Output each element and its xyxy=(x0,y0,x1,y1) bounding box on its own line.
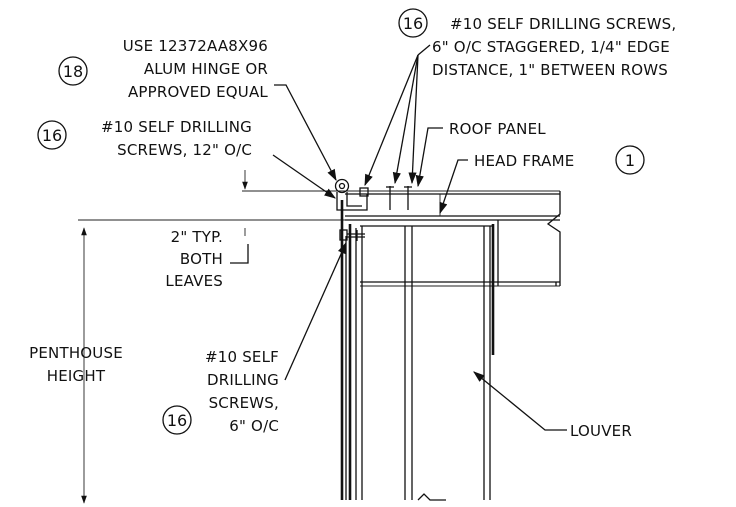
head-frame-label: HEAD FRAME xyxy=(474,152,574,170)
tag-16-top-bubble: 16 xyxy=(398,8,428,38)
hinge-note-line-1: USE 12372AA8X96 xyxy=(123,37,268,55)
penthouse-line-2: HEIGHT xyxy=(47,367,106,385)
screws-6-note-line-3: SCREWS, xyxy=(209,394,279,412)
hinge-note-line-2: ALUM HINGE OR xyxy=(144,60,268,78)
penthouse-line-1: PENTHOUSE xyxy=(29,344,123,362)
typ-note: 2" TYP. BOTH LEAVES xyxy=(165,228,223,290)
roof-panel-label: ROOF PANEL xyxy=(449,120,546,138)
tag-16-mid-text: 16 xyxy=(42,126,62,145)
screws-6-note-line-1: #10 SELF xyxy=(205,348,279,366)
screws-12-note: #10 SELF DRILLING SCREWS, 12" O/C xyxy=(101,118,252,159)
staggered-note-line-1: #10 SELF DRILLING SCREWS, xyxy=(450,15,676,33)
tag-1-text: 1 xyxy=(625,151,635,170)
leaders xyxy=(230,44,567,431)
tag-16-top-text: 16 xyxy=(403,14,423,33)
louver-label: LOUVER xyxy=(570,422,632,440)
screws-6-note-line-4: 6" O/C xyxy=(229,417,279,435)
structure xyxy=(78,178,561,501)
typ-note-line-2: BOTH xyxy=(180,250,223,268)
dimensions xyxy=(81,170,248,504)
screws-12-note-line-1: #10 SELF DRILLING xyxy=(101,118,252,136)
staggered-screws-note: #10 SELF DRILLING SCREWS, 6" O/C STAGGER… xyxy=(432,15,676,79)
tag-16-mid-bubble: 16 xyxy=(37,120,67,150)
screws-6-note-line-2: DRILLING xyxy=(207,371,279,389)
staggered-note-line-2: 6" O/C STAGGERED, 1/4" EDGE xyxy=(432,38,670,56)
screws-12-note-line-2: SCREWS, 12" O/C xyxy=(117,141,252,159)
staggered-note-line-3: DISTANCE, 1" BETWEEN ROWS xyxy=(432,61,668,79)
hinge-note: USE 12372AA8X96 ALUM HINGE OR APPROVED E… xyxy=(123,37,269,101)
tag-16-bottom-text: 16 xyxy=(167,411,187,430)
hinge-note-line-3: APPROVED EQUAL xyxy=(128,83,268,101)
tag-16-bottom-bubble: 16 xyxy=(162,405,192,435)
screws-6-note: #10 SELF DRILLING SCREWS, 6" O/C xyxy=(205,348,279,435)
tag-18-bubble: 18 xyxy=(58,56,88,86)
tag-1-bubble: 1 xyxy=(615,145,645,175)
tag-18-text: 18 xyxy=(63,62,83,81)
typ-note-line-3: LEAVES xyxy=(165,272,223,290)
penthouse-height-label: PENTHOUSE HEIGHT xyxy=(29,344,123,385)
typ-note-line-1: 2" TYP. xyxy=(171,228,223,246)
